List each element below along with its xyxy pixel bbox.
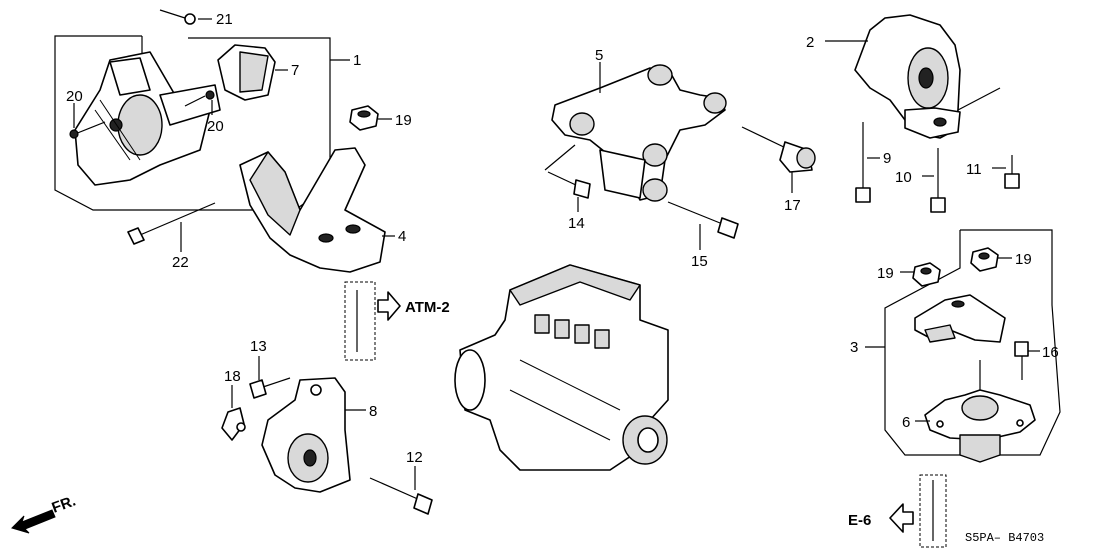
bolt-20-right[interactable]: [184, 90, 215, 107]
callout-14: 14: [568, 215, 585, 232]
front-direction-label: FR.: [50, 493, 79, 517]
callout-10: 10: [895, 169, 912, 186]
atm-reference-label[interactable]: ATM-2: [405, 299, 450, 316]
callout-12: 12: [406, 449, 423, 466]
bolt-15[interactable]: [667, 201, 739, 239]
rear-mount-8[interactable]: [261, 377, 351, 493]
callout-16: 16: [1042, 344, 1059, 361]
bolt-16[interactable]: [1014, 341, 1029, 380]
front-mount-rubber-6[interactable]: [924, 360, 1036, 463]
callout-20-right: 20: [207, 118, 224, 135]
callout-17: 17: [784, 197, 801, 214]
callout-5: 5: [595, 47, 603, 64]
side-engine-mount-2[interactable]: [854, 14, 961, 139]
stud-atm-ref: [344, 281, 376, 361]
callout-1: 1: [353, 52, 361, 69]
callout-8: 8: [369, 403, 377, 420]
front-mount-bracket[interactable]: [914, 294, 1006, 343]
bolt-22[interactable]: [127, 202, 216, 245]
clip-18[interactable]: [221, 407, 246, 441]
atm-reference-arrow: [377, 291, 401, 321]
callout-13: 13: [250, 338, 267, 355]
callout-7: 7: [291, 62, 299, 79]
bolt-20-left[interactable]: [69, 121, 106, 139]
transmission-mount-group: 21 7 1 20 20: [54, 9, 361, 211]
bolt-14[interactable]: [544, 144, 591, 199]
front-direction-arrow: [11, 509, 56, 534]
nut-19-left[interactable]: [912, 262, 941, 287]
bolt-17[interactable]: [741, 126, 816, 173]
drawing-code: S5PA– B4703: [965, 531, 1044, 545]
e6-reference-arrow: [889, 503, 914, 533]
mount-bracket-4[interactable]: [239, 147, 386, 273]
engine-block-illustration: [454, 264, 669, 471]
callout-11: 11: [966, 161, 982, 178]
callout-20-left: 20: [66, 88, 83, 105]
callout-6: 6: [902, 414, 910, 431]
stud-e6-ref: [919, 474, 947, 548]
callout-9: 9: [883, 150, 891, 167]
callout-19-right: 19: [1015, 251, 1032, 268]
callout-15: 15: [691, 253, 708, 270]
mount-bracket-7[interactable]: [217, 44, 276, 101]
bolt-13[interactable]: [249, 377, 291, 399]
callout-19-upper: 19: [395, 112, 412, 129]
bolt-12[interactable]: [369, 477, 433, 515]
callout-21: 21: [216, 11, 233, 28]
bolt-21[interactable]: [159, 9, 196, 25]
callout-4: 4: [398, 228, 406, 245]
nut-19-right[interactable]: [970, 247, 999, 272]
callout-18: 18: [224, 368, 241, 385]
callout-19-left: 19: [877, 265, 894, 282]
bolt-10[interactable]: [930, 148, 946, 213]
bolt-11[interactable]: [1004, 155, 1020, 189]
callout-22: 22: [172, 254, 189, 271]
callout-3: 3: [850, 339, 858, 356]
e6-reference-label[interactable]: E-6: [848, 512, 871, 529]
transmission-mount-part[interactable]: [74, 51, 221, 186]
bolt-9[interactable]: [855, 122, 871, 203]
nut-19-upper[interactable]: [349, 105, 379, 131]
callout-2: 2: [806, 34, 814, 51]
mount-bracket-5[interactable]: [551, 64, 727, 202]
